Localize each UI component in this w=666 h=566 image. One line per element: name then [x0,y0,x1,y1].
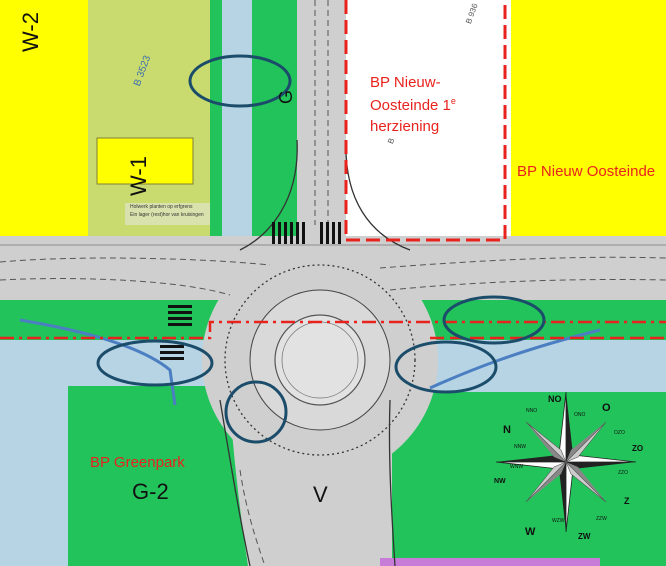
zone-label-w2: W-2 [18,12,43,52]
plan-label-greenpark: BP Greenpark [90,454,185,471]
plan-boundary-horizontal [0,320,666,340]
north-curve-east [345,139,411,251]
plan-label-nieuw-oosteinde-1e-line2-text: Oosteinde 1 [370,97,451,114]
compass-label-o: O [602,402,611,414]
zone-label-w1: W-1 [126,156,151,196]
compass-label-z: Z [624,496,630,506]
annotation-box [125,203,213,225]
compass-label-ozo: OZO [614,430,625,436]
green-strip-north-east [252,0,297,240]
compass-label-no: NO [548,394,562,404]
plan-label-nieuw-oosteinde-1e-sup: e [450,96,456,106]
ditch-north [222,0,252,240]
compass-label-zw: ZW [578,532,591,541]
zone-w1-yellow-block [96,137,194,185]
cycle-path-west [19,318,177,406]
compass-label-wnw: WNW [510,464,524,470]
highlight-circle-south [224,380,288,444]
road-line-1 [0,257,271,266]
south-curve-west [219,399,251,566]
highlight-circle-east-north [442,295,546,345]
green-area-south-east [392,392,666,566]
compass-label-nno: NNO [526,408,538,414]
zone-label-v: V [313,482,328,507]
south-curve-east [388,399,396,566]
road-line-4 [389,278,666,291]
plan-label-nieuw-oosteinde-1e-line3: herziening [370,118,440,135]
zone-nieuw-oosteinde-area [511,0,666,240]
plan-label-nieuw-oosteinde: BP Nieuw Oosteinde [517,163,656,180]
highlight-circle-north [188,54,292,108]
plan-boundary-vertical [344,0,507,242]
annotation-line-2: Ein lager (rest)hor van kruisingen [130,212,204,218]
water-south-east [380,340,666,395]
roundabout-island [274,314,366,406]
south-arm-road [228,380,392,566]
plan-area-nieuw-oosteinde-1e [346,0,511,240]
purple-strip [380,558,600,566]
zone-w2-area [0,0,88,236]
compass-label-zzo: ZZO [618,470,628,476]
zone-label-g2: G-2 [132,479,169,504]
north-arm-road [297,0,346,245]
compass-label-zzw: ZZW [596,516,607,522]
compass-label-ono: ONO [574,412,586,418]
crossing-north [272,222,341,244]
annotation-line-1: Holwerk planten op erfgrens [130,204,193,210]
zone-w1-field [88,0,210,240]
compass-label-w: W [525,526,536,538]
south-curve-mid [239,469,266,566]
highlight-circle-east-south [394,340,498,394]
roundabout-ring-outer [224,264,416,456]
north-curve-west [239,139,298,251]
compass-rose [495,391,637,533]
compass-label-zo: ZO [632,444,644,453]
compass-label-wzw: WZW [552,518,565,524]
compass-label-n: N [503,424,511,436]
highlight-circle-west [96,339,214,387]
zone-label-g: G [276,89,296,104]
compass-label-nnw: NNW [514,444,526,450]
crossing-west [160,305,192,360]
plan-label-nieuw-oosteinde-1e-line1: BP Nieuw- [370,74,441,91]
plan-label-nieuw-oosteinde-1e-line2: Oosteinde 1e [370,96,456,114]
road-line-2 [0,278,231,296]
road-line-3 [379,256,666,269]
compass-label-nw: NW [494,478,506,485]
green-strip-north-west [210,0,222,240]
